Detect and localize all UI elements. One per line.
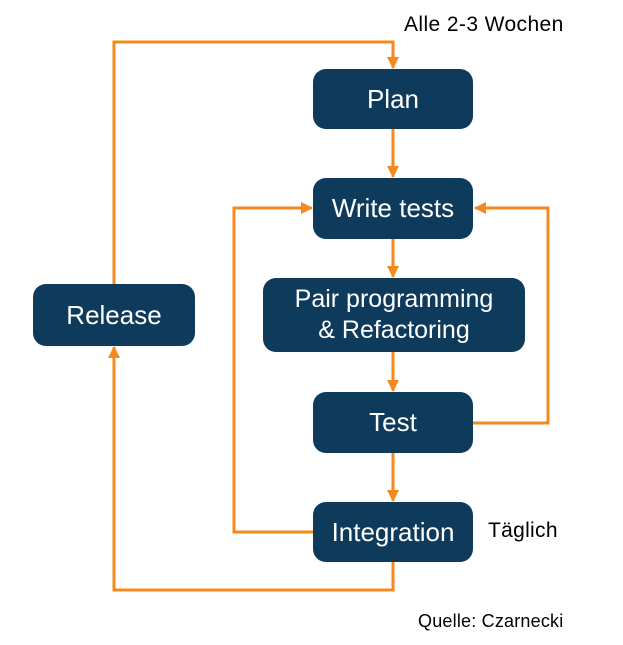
node-write-tests: Write tests <box>313 178 473 239</box>
edge-integration-to-write_tests <box>232 202 313 534</box>
node-test: Test <box>313 392 473 453</box>
edge-release-to-plan <box>112 40 399 284</box>
node-integration: Integration <box>313 502 473 562</box>
node-pair-programming-refactoring: Pair programming & Refactoring <box>263 278 525 352</box>
edge-integration-to-release <box>108 346 395 592</box>
node-plan: Plan <box>313 69 473 129</box>
node-release: Release <box>33 284 195 346</box>
daily-interval-label: Täglich <box>488 519 558 542</box>
cycle-interval-label: Alle 2-3 Wochen <box>404 13 564 36</box>
edge-test-to-write_tests <box>473 202 550 425</box>
source-credit-label: Quelle: Czarnecki <box>418 611 564 631</box>
